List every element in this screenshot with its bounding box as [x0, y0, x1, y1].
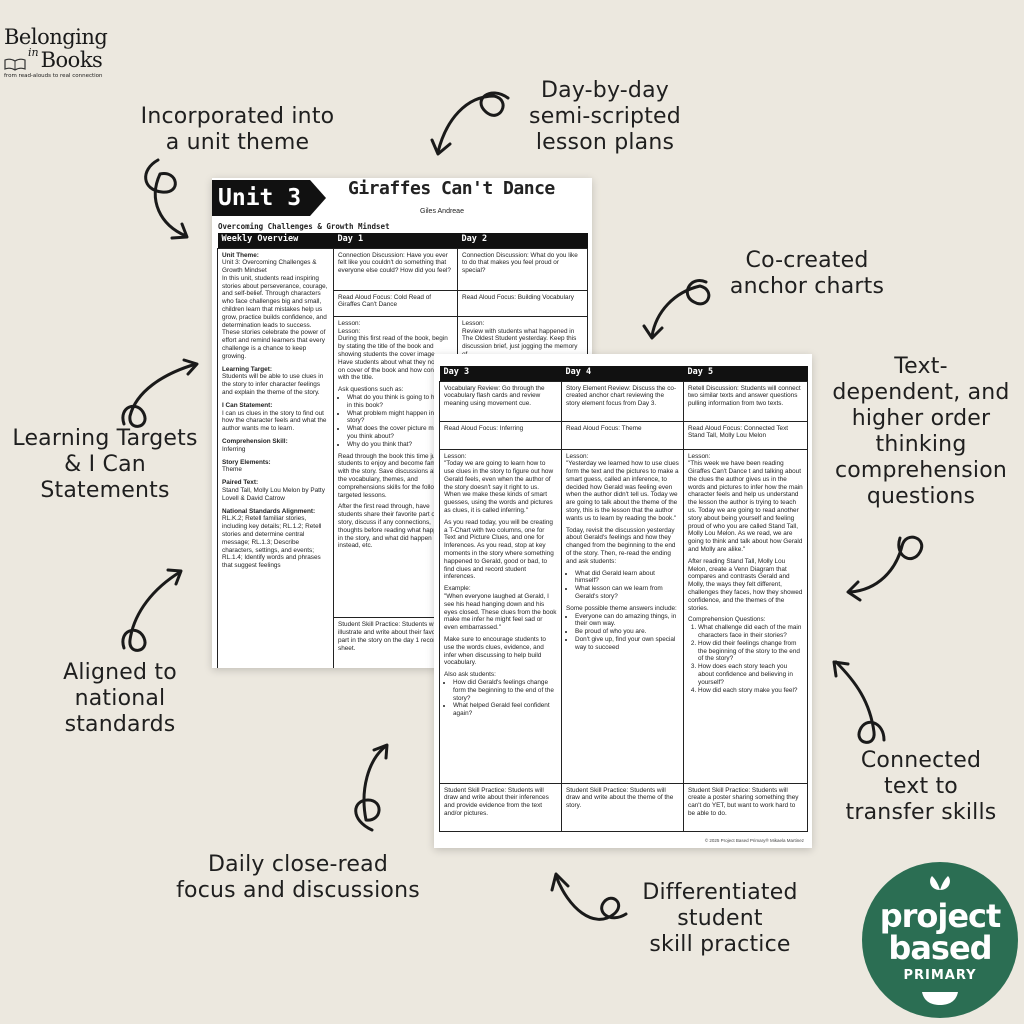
callout-national-standards: Aligned to national standards — [63, 660, 177, 737]
open-book-icon — [4, 58, 26, 71]
day5-lesson: Lesson: "This week we have been reading … — [683, 448, 808, 784]
arrow-differentiated-icon — [550, 872, 628, 921]
book-title: Giraffes Can't Dance — [348, 178, 555, 199]
day1-question-list: What do you think is going to happen in … — [338, 394, 453, 449]
header-day-1: Day 1 — [333, 233, 458, 248]
day3-review: Vocabulary Review: Go through the vocabu… — [439, 380, 562, 422]
day2-focus: Read Aloud Focus: Building Vocabulary — [457, 289, 588, 317]
arrow-close-read-icon — [354, 743, 389, 832]
book-author: Giles Andreae — [420, 208, 464, 215]
badge-word-primary: PRIMARY — [903, 968, 977, 983]
callout-differentiated: Differentiated student skill practice — [642, 880, 798, 957]
leaf-icon — [930, 876, 950, 890]
arrow-connected-text-icon — [832, 660, 886, 744]
callout-lesson-plans: Day-by-day semi-scripted lesson plans — [529, 78, 681, 155]
day5-practice: Student Skill Practice: Students will cr… — [683, 782, 808, 832]
day3-practice: Student Skill Practice: Students will dr… — [439, 782, 562, 832]
lesson-plan-page-2: Day 3 Day 4 Day 5 Vocabulary Review: Go … — [434, 354, 812, 848]
brand-line2-row: in Books — [4, 46, 139, 71]
header-weekly-overview: Weekly Overview — [217, 233, 334, 248]
callout-learning-targets: Learning Targets & I Can Statements — [12, 426, 198, 503]
day4-question-list: What did Gerald learn about himself? Wha… — [566, 570, 679, 601]
project-based-primary-badge: project based PRIMARY — [862, 862, 1018, 1018]
header-day-3: Day 3 — [439, 366, 562, 381]
day1-focus: Read Aloud Focus: Cold Read of Giraffes … — [333, 289, 458, 317]
arrow-national-standards-icon — [121, 568, 183, 652]
day1-connection: Connection Discussion: Have you ever fel… — [333, 247, 458, 291]
bowl-icon — [922, 992, 958, 1005]
unit-header: Unit 3 Giraffes Can't Dance Giles Andrea… — [212, 180, 592, 220]
day3-question-list: How did Gerald's feelings change form th… — [444, 679, 557, 718]
header-day-2: Day 2 — [457, 233, 588, 248]
unit-label: Unit 3 — [212, 180, 326, 216]
arrow-text-dependent-icon — [846, 535, 924, 602]
header-day-5: Day 5 — [683, 366, 808, 381]
day3-focus: Read Aloud Focus: Inferring — [439, 420, 562, 450]
day4-practice: Student Skill Practice: Students will dr… — [561, 782, 684, 832]
callout-text-dependent: Text- dependent, and higher order thinki… — [832, 354, 1010, 509]
arrow-unit-theme-icon — [144, 158, 189, 240]
weekly-overview-cell: Unit Theme: Unit 3: Overcoming Challenge… — [217, 247, 334, 668]
brand-in: in — [28, 46, 39, 59]
day3-lesson: Lesson: "Today we are going to learn how… — [439, 448, 562, 784]
callout-close-read: Daily close-read focus and discussions — [176, 852, 420, 903]
day4-focus: Read Aloud Focus: Theme — [561, 420, 684, 450]
day4-lesson: Lesson: "Yesterday we learned how to use… — [561, 448, 684, 784]
arrow-anchor-charts-icon — [642, 279, 711, 340]
day2-connection: Connection Discussion: What do you like … — [457, 247, 588, 291]
day5-review: Retell Discussion: Students will connect… — [683, 380, 808, 422]
callout-connected-text: Connected text to transfer skills — [845, 748, 997, 825]
badge-word-based: based — [888, 929, 992, 967]
daily-plan-table: Day 3 Day 4 Day 5 Vocabulary Review: Go … — [439, 366, 808, 832]
header-day-4: Day 4 — [561, 366, 684, 381]
day4-answer-list: Everyone can do amazing things, in their… — [566, 613, 679, 652]
callout-unit-theme: Incorporated into a unit theme — [140, 104, 335, 155]
unit-theme-line: Overcoming Challenges & Growth Mindset — [218, 222, 390, 231]
day5-question-list: What challenge did each of the main char… — [688, 624, 803, 694]
callout-anchor-charts: Co-created anchor charts — [729, 248, 885, 299]
brand-tagline: from read-alouds to real connection — [4, 73, 103, 79]
brand-logo: Belonging in Books from read-alouds to r… — [4, 26, 139, 79]
copyright-footer: © 2025 Project Based Primary® Mikaela Ma… — [704, 838, 804, 844]
arrow-lesson-plans-icon — [430, 91, 510, 156]
badge-word-project: project — [879, 897, 1002, 935]
brand-books: Books — [40, 48, 103, 72]
brand-line1: Belonging — [4, 25, 108, 49]
day5-focus: Read Aloud Focus: Connected Text Stand T… — [683, 420, 808, 450]
arrow-learning-targets-icon — [121, 358, 199, 428]
day4-review: Story Element Review: Discuss the co-cre… — [561, 380, 684, 422]
